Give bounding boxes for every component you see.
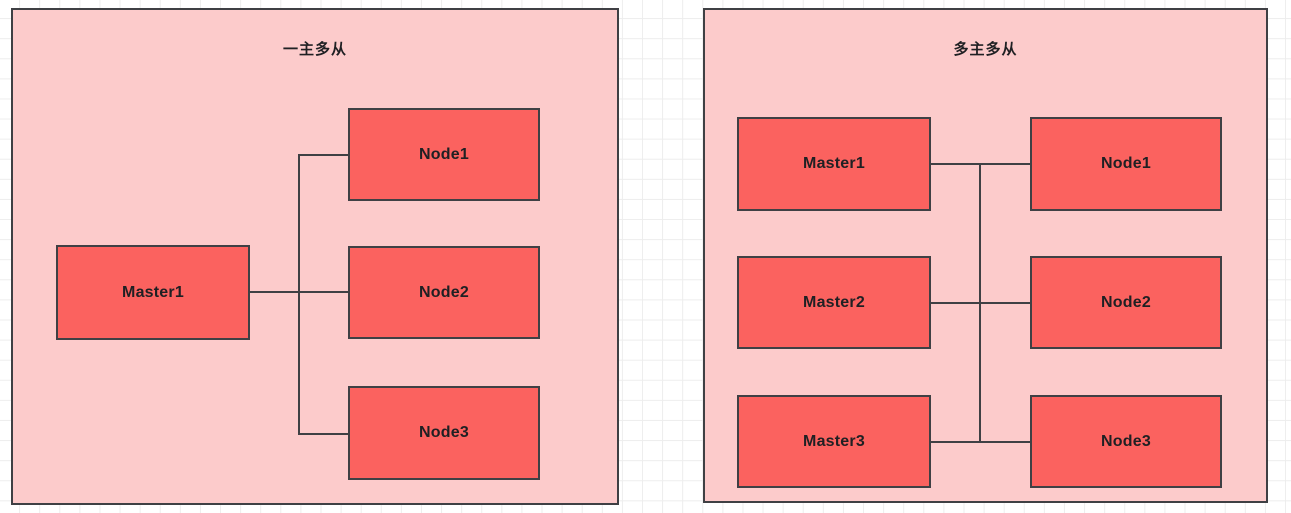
- box-right-node1[interactable]: Node1: [1030, 117, 1222, 211]
- box-left-node2-label: Node2: [419, 283, 469, 301]
- box-right-master2[interactable]: Master2: [737, 256, 931, 349]
- box-right-master2-label: Master2: [803, 293, 865, 311]
- box-right-master3-label: Master3: [803, 432, 865, 450]
- box-right-node3[interactable]: Node3: [1030, 395, 1222, 488]
- edge-left-master1-to-node1: [298, 154, 350, 156]
- edge-right-master2-to-node2: [931, 302, 1031, 304]
- box-right-master3[interactable]: Master3: [737, 395, 931, 488]
- box-right-node1-label: Node1: [1101, 155, 1151, 172]
- box-left-node1[interactable]: Node1: [348, 108, 540, 201]
- box-left-node2[interactable]: Node2: [348, 246, 540, 339]
- box-right-node2-label: Node2: [1101, 293, 1151, 311]
- edge-left-master1-to-node3: [298, 433, 350, 435]
- box-left-node3-label: Node3: [419, 424, 469, 441]
- box-left-node1-label: Node1: [419, 145, 469, 163]
- box-right-node3-label: Node3: [1101, 432, 1151, 450]
- edge-right-master1-to-node1: [931, 163, 1031, 165]
- panel-right-title: 多主多从: [953, 41, 1018, 58]
- box-left-master1-label: Master1: [122, 283, 184, 301]
- panel-left-title: 一主多从: [282, 41, 347, 58]
- box-left-master1[interactable]: Master1: [56, 245, 250, 340]
- edge-left-vertical-bus: [298, 155, 300, 435]
- box-right-node2[interactable]: Node2: [1030, 256, 1222, 349]
- box-left-node3[interactable]: Node3: [348, 386, 540, 480]
- box-right-master1[interactable]: Master1: [737, 117, 931, 211]
- edge-left-master1-to-node2: [250, 291, 350, 293]
- edge-right-master3-to-node3: [931, 441, 1031, 443]
- box-right-master1-label: Master1: [803, 155, 865, 172]
